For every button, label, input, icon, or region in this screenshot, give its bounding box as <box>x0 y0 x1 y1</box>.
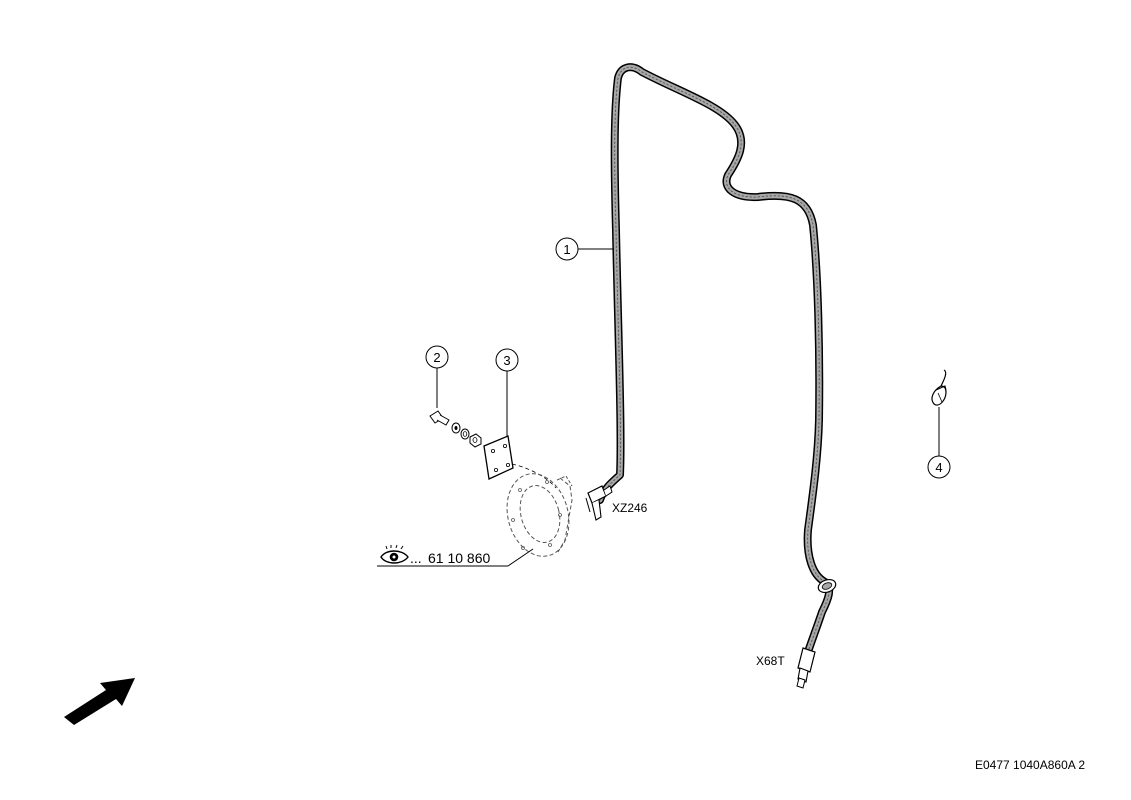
callout-4[interactable]: 4 <box>927 407 951 479</box>
connector-label-upper: XZ246 <box>612 501 648 515</box>
connector-label-lower: X68T <box>756 654 785 668</box>
callout-3[interactable]: 3 <box>495 348 519 438</box>
callout-1[interactable]: 1 <box>555 237 614 261</box>
reference-prefix: ... <box>410 550 422 566</box>
reference-callout[interactable]: ... 61 10 860 <box>377 544 534 567</box>
bolt-washer-nut-set <box>429 410 482 448</box>
callout-4-label: 4 <box>935 460 942 475</box>
wiring-harness <box>596 63 837 662</box>
reference-ring <box>506 473 573 557</box>
callout-3-label: 3 <box>503 353 510 368</box>
callout-2[interactable]: 2 <box>425 345 449 408</box>
reference-number: 61 10 860 <box>428 550 490 566</box>
connector-x68t <box>796 647 816 689</box>
mounting-plate <box>483 435 557 489</box>
cable-tie <box>931 369 947 406</box>
connector-xz246 <box>585 485 613 521</box>
eye-icon <box>380 544 409 564</box>
drawing-id: E0477 1040A860A 2 <box>975 758 1085 772</box>
direction-arrow-icon <box>64 678 135 725</box>
callout-1-label: 1 <box>563 242 570 257</box>
callout-2-label: 2 <box>433 350 440 365</box>
